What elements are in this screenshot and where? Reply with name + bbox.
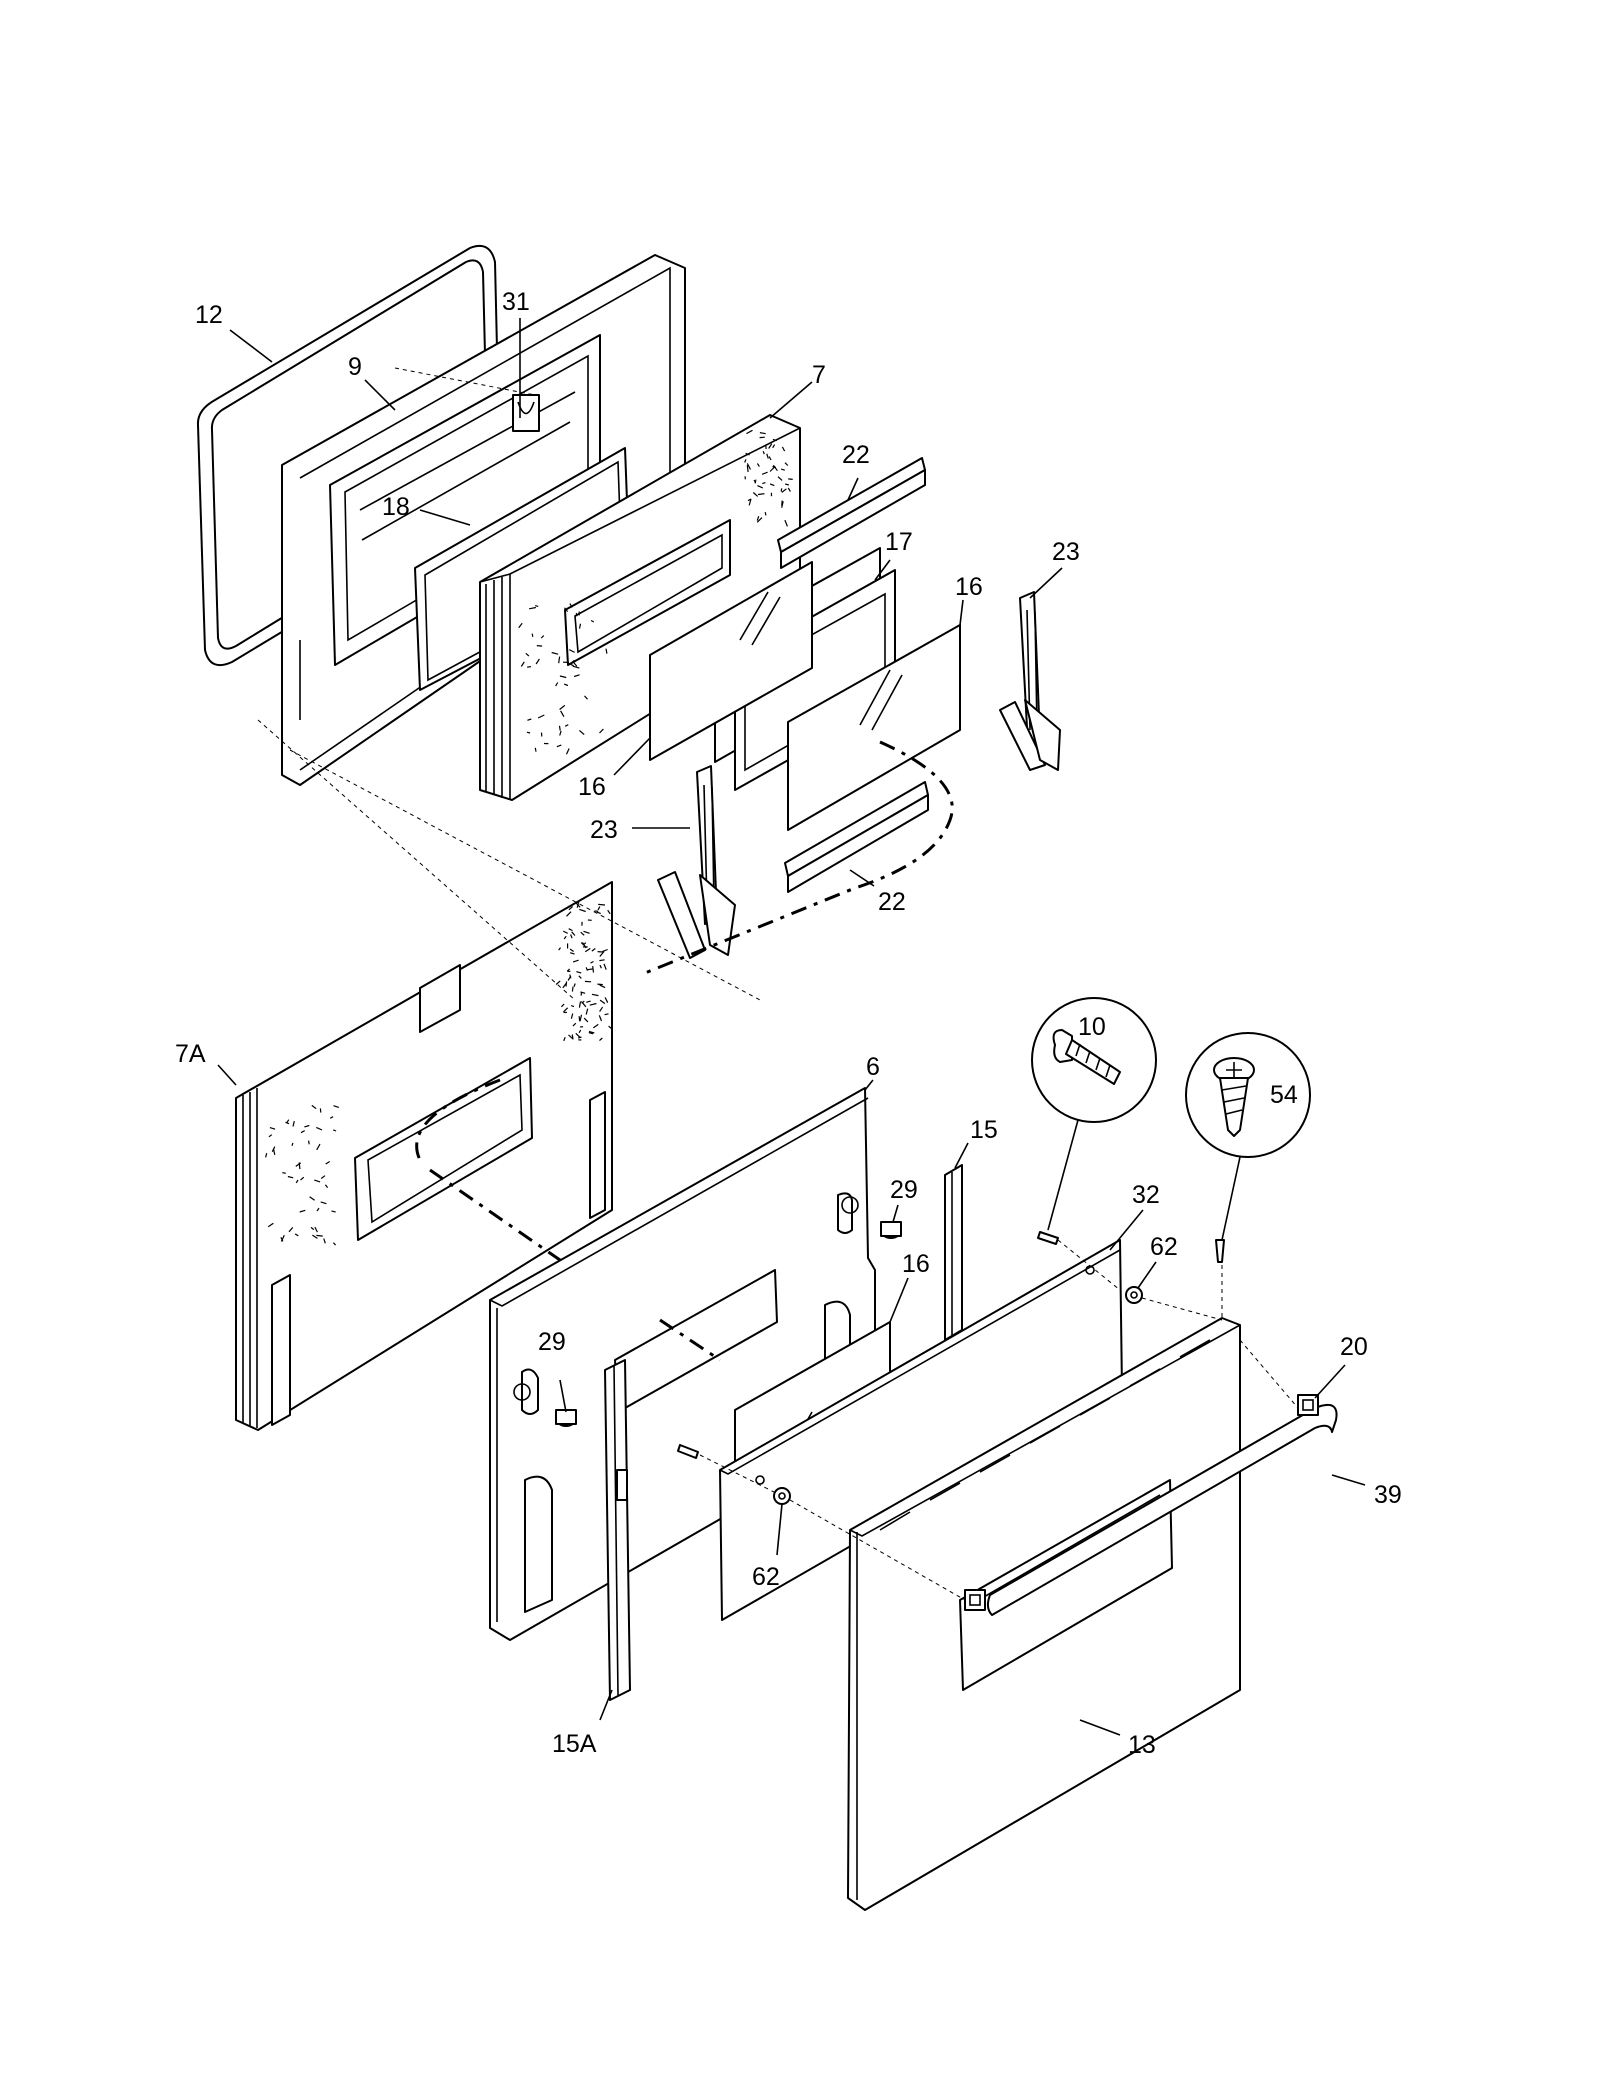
speck-mark — [747, 465, 748, 472]
label-16-lower: 16 — [902, 1250, 930, 1278]
label-23-left: 23 — [590, 816, 618, 844]
speck-mark — [527, 732, 530, 733]
speck-mark — [299, 1162, 300, 1169]
part-small-screw-10 — [1038, 1232, 1058, 1244]
speck-mark — [535, 606, 538, 607]
part-29-bumper-left — [556, 1410, 576, 1426]
speck-mark — [788, 479, 793, 480]
part-54-screw-detail — [1186, 1033, 1310, 1240]
speck-mark — [755, 480, 756, 484]
label-39: 39 — [1374, 1481, 1402, 1509]
speck-mark — [282, 1173, 285, 1174]
label-62-left: 62 — [752, 1563, 780, 1591]
label-7A: 7A — [175, 1040, 206, 1068]
label-54: 54 — [1270, 1081, 1298, 1109]
label-9: 9 — [348, 353, 362, 381]
label-32: 32 — [1132, 1181, 1160, 1209]
speck-mark — [527, 667, 531, 668]
speck-mark — [598, 904, 605, 905]
label-16-right: 16 — [955, 573, 983, 601]
part-15A-side-channel — [605, 1360, 630, 1700]
speck-mark — [560, 726, 561, 731]
speck-mark — [572, 987, 573, 992]
label-17: 17 — [885, 528, 913, 556]
label-10: 10 — [1078, 1013, 1106, 1041]
label-23-right: 23 — [1052, 538, 1080, 566]
label-13: 13 — [1128, 1731, 1156, 1759]
part-62-washer-right — [1126, 1287, 1142, 1303]
part-15-side-channel — [945, 1165, 962, 1340]
part-29-bumper-right — [881, 1222, 901, 1238]
part-62-washer-left — [774, 1488, 790, 1504]
speck-mark — [599, 960, 604, 961]
label-16-left: 16 — [578, 773, 606, 801]
speck-mark — [597, 984, 602, 985]
label-29-right: 29 — [890, 1176, 918, 1204]
label-18: 18 — [382, 493, 410, 521]
label-15A: 15A — [552, 1730, 597, 1758]
part-20-end-cap-left — [965, 1590, 985, 1610]
speck-mark — [532, 634, 533, 637]
part-23-hinge-left — [658, 766, 735, 958]
label-20: 20 — [1340, 1333, 1368, 1361]
part-small-screw-54 — [1216, 1240, 1224, 1262]
speck-mark — [309, 1141, 310, 1145]
speck-mark — [535, 748, 536, 752]
label-22-lower: 22 — [878, 888, 906, 916]
label-31: 31 — [502, 288, 530, 316]
label-22-upper: 22 — [842, 441, 870, 469]
label-15: 15 — [970, 1116, 998, 1144]
speck-mark — [765, 512, 766, 515]
speck-mark — [566, 981, 567, 986]
label-29-left: 29 — [538, 1328, 566, 1356]
label-62-right: 62 — [1150, 1233, 1178, 1261]
speck-mark — [781, 488, 782, 491]
label-6: 6 — [866, 1053, 880, 1081]
label-12: 12 — [195, 301, 223, 329]
part-23-hinge-right — [1000, 592, 1060, 770]
speck-mark — [316, 1235, 322, 1236]
label-7: 7 — [812, 361, 826, 389]
speck-mark — [758, 494, 765, 495]
speck-mark — [537, 646, 542, 647]
